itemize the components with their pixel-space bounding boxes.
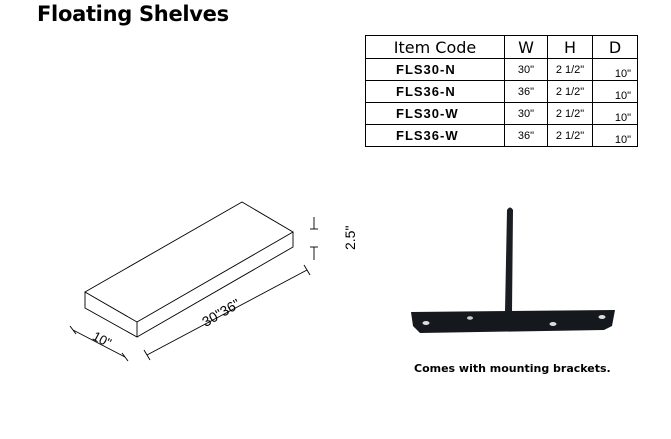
depth-label: 10" [90, 328, 114, 350]
item-code: FLS30-N [365, 58, 505, 81]
table-row: FLS36-N 36" 2 1/2" 10" [365, 80, 638, 103]
header-h: H [547, 35, 593, 59]
width: 36" [504, 80, 548, 103]
bracket-caption: Comes with mounting brackets. [414, 362, 611, 375]
height-label: 2.5" [342, 226, 358, 250]
height: 2 1/2" [547, 58, 593, 81]
shelf-outline [69, 201, 318, 362]
item-code: FLS30-W [365, 102, 505, 125]
table-row: FLS36-W 36" 2 1/2" 10" [365, 124, 638, 147]
header-item-code: Item Code [365, 35, 505, 59]
length-label: 30"36" [199, 295, 243, 329]
depth: 10" [592, 58, 638, 81]
header-w: W [504, 35, 548, 59]
dimensions-table: Item Code W H D FLS30-N 30" 2 1/2" 10" F… [365, 35, 638, 147]
height: 2 1/2" [547, 80, 593, 103]
width: 30" [504, 102, 548, 125]
height: 2 1/2" [547, 124, 593, 147]
mounting-bracket-image [411, 207, 615, 333]
depth: 10" [592, 124, 638, 147]
width: 36" [504, 124, 548, 147]
page-title: Floating Shelves [37, 2, 229, 26]
table-header-row: Item Code W H D [365, 35, 638, 59]
table-row: FLS30-N 30" 2 1/2" 10" [365, 58, 638, 81]
